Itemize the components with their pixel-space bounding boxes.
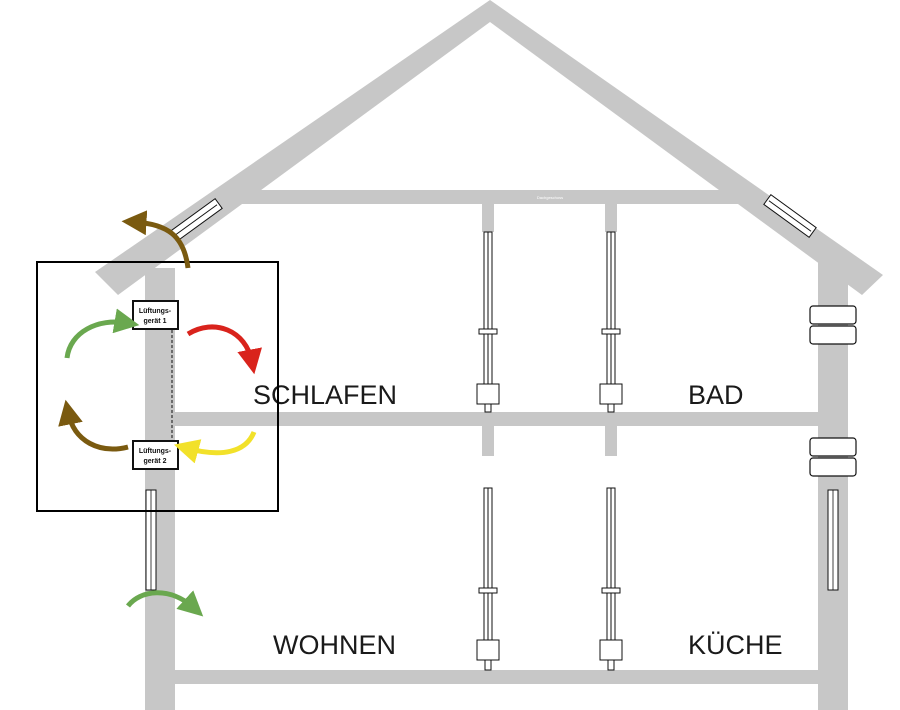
unit-2-label-line-1: Lüftungs- (139, 448, 172, 455)
interior-wall-stub-3 (482, 426, 494, 456)
roof-right (490, 0, 883, 295)
airflow-arrow-yellow (173, 430, 257, 464)
ground-floor (145, 670, 848, 684)
airflow-arrow-exhaust-roof (121, 210, 191, 269)
highlight-frame (36, 261, 279, 512)
window-left-ground (145, 489, 157, 591)
door-ground-2 (599, 487, 623, 671)
roof-window-right (763, 193, 817, 239)
room-label-kueche: KÜCHE (688, 630, 783, 660)
unit-2-label-line-2: gerät 2 (144, 458, 167, 465)
airflow-arrow-green-outside (126, 590, 204, 617)
attic-label: Dachgeschoss (537, 195, 563, 200)
interior-wall-stub-2 (605, 204, 617, 232)
room-label-bad: BAD (688, 380, 744, 410)
ventilation-unit-2: Lüftungs- gerät 2 (132, 440, 179, 470)
door-upper-1 (476, 231, 500, 413)
interior-wall-stub-4 (605, 426, 617, 456)
right-wall-vents-upper (809, 305, 857, 345)
left-wall (145, 268, 175, 710)
unit-1-label-line-1: Lüftungs- (139, 308, 172, 315)
door-upper-2 (599, 231, 623, 413)
room-label-wohnen: WOHNEN (273, 630, 396, 660)
middle-floor (145, 412, 848, 426)
interior-wall-stub-1 (482, 204, 494, 232)
unit-1-label-line-2: gerät 1 (144, 318, 167, 325)
airflow-arrow-green-upper (64, 308, 140, 359)
attic-beam (240, 190, 740, 204)
ventilation-unit-1: Lüftungs- gerät 1 (132, 300, 179, 330)
door-ground-1 (476, 487, 500, 671)
right-wall-vents-lower (809, 437, 857, 477)
airflow-arrow-brown-lower (58, 399, 129, 452)
roof-left (95, 0, 490, 295)
airflow-arrow-red (186, 324, 262, 375)
window-right-ground (827, 489, 839, 591)
room-label-schlafen: SCHLAFEN (253, 380, 397, 410)
